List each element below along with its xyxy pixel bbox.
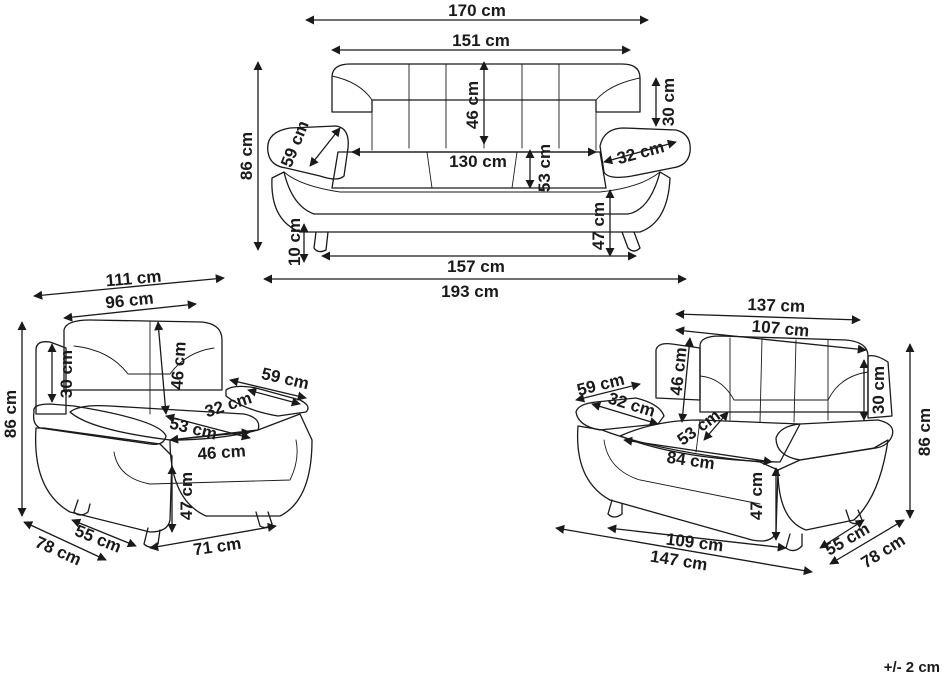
sofa-seat-height: 47 cm — [589, 202, 608, 250]
sofa-base-width: 157 cm — [447, 257, 505, 276]
sofa-seat-width: 130 cm — [449, 152, 507, 171]
loveseat-seat-depth: 53 cm — [674, 406, 724, 450]
armchair-arm-height: 30 cm — [57, 350, 76, 398]
loveseat-drawing — [575, 335, 894, 552]
sofa-leg-height: 10 cm — [285, 218, 304, 266]
armchair-back-width: 96 cm — [104, 289, 154, 313]
sofa-arm-depth: 59 cm — [277, 118, 313, 170]
armchair-seat-width: 46 cm — [197, 441, 246, 463]
loveseat-seat-height: 47 cm — [747, 472, 766, 520]
sofa-3-seater-drawing — [267, 63, 691, 253]
loveseat-dimensions: 137 cm 107 cm 59 cm 46 cm 32 cm 30 cm 86… — [555, 295, 934, 576]
sofa-total-width: 193 cm — [441, 282, 499, 301]
loveseat-arm-height: 30 cm — [869, 366, 888, 414]
armchair-total-height: 86 cm — [1, 390, 20, 438]
loveseat-back-height: 46 cm — [667, 346, 691, 396]
sofa-3-seater-dimensions: 170 cm 151 cm 46 cm 30 cm 86 cm 59 cm 13… — [237, 1, 687, 301]
armchair-seat-height: 47 cm — [177, 472, 196, 520]
sofa-total-height: 86 cm — [237, 132, 256, 180]
armchair-arm-width: 32 cm — [202, 388, 254, 421]
loveseat-overall-width: 137 cm — [747, 295, 805, 316]
sofa-arm-width: 32 cm — [615, 137, 666, 168]
loveseat-seat-width: 84 cm — [666, 448, 716, 474]
sofa-arm-height: 30 cm — [659, 78, 678, 126]
armchair-back-height: 46 cm — [167, 341, 189, 390]
loveseat-total-height: 86 cm — [915, 408, 934, 456]
tolerance-note: +/- 2 cm — [884, 659, 940, 676]
loveseat-back-width: 107 cm — [751, 317, 810, 341]
sofa-seat-depth: 53 cm — [535, 144, 554, 192]
sofa-overall-width: 170 cm — [448, 1, 506, 20]
armchair-base-width: 71 cm — [192, 534, 242, 560]
armchair-overall-width: 111 cm — [105, 267, 162, 291]
sofa-back-height: 46 cm — [463, 81, 482, 129]
armchair-dimensions: 111 cm 96 cm 86 cm 30 cm 46 cm 59 cm 32 … — [1, 267, 311, 570]
sofa-back-width: 151 cm — [452, 31, 510, 50]
